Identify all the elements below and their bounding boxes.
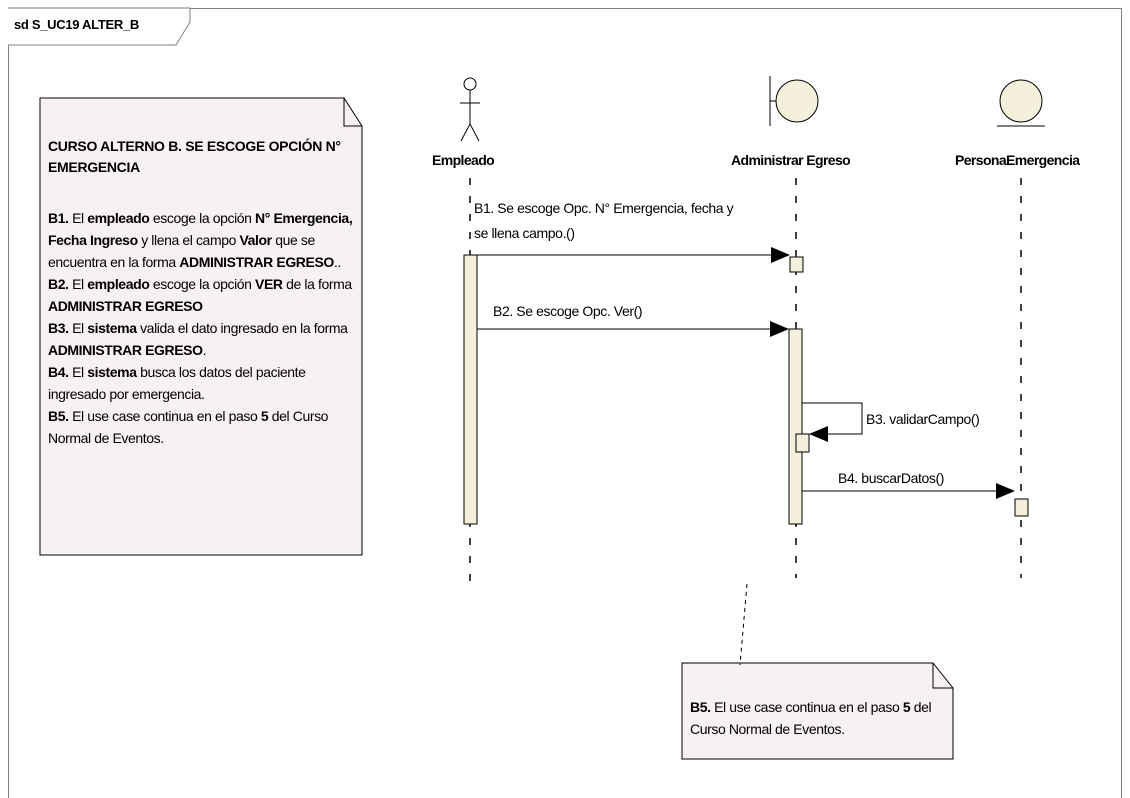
frame-title: sd S_UC19 ALTER_B bbox=[14, 17, 139, 32]
activation-persona-b4 bbox=[1014, 498, 1029, 517]
activation-admin-b2 bbox=[788, 328, 803, 525]
note-main-b4: B4. El sistema busca los datos del pacie… bbox=[48, 364, 306, 402]
message-b4-arrow bbox=[802, 483, 1015, 499]
note-main-b1: B1. El empleado escoge la opción N° Emer… bbox=[48, 210, 353, 270]
message-b1-label-line1: B1. Se escoge Opc. N° Emergencia, fecha … bbox=[474, 200, 734, 216]
message-b2-label: B2. Se escoge Opc. Ver() bbox=[493, 303, 643, 319]
message-b3-arrow bbox=[802, 402, 863, 442]
note-small-shape bbox=[681, 662, 954, 760]
entity-icon bbox=[997, 79, 1045, 127]
note-link bbox=[739, 583, 748, 666]
note-small-body: B5. El use case continua en el paso 5 de… bbox=[690, 699, 932, 737]
actor-icon bbox=[460, 77, 480, 142]
message-b1-label-line2: se llena campo.() bbox=[474, 225, 575, 241]
activation-empleado bbox=[463, 254, 478, 525]
message-b2-arrow bbox=[477, 321, 789, 337]
message-b3-label: B3. validarCampo() bbox=[866, 411, 980, 427]
note-main-b2: B2. El empleado escoge la opción VER de … bbox=[48, 276, 352, 314]
lifeline-name-persona-emergencia: PersonaEmergencia bbox=[955, 152, 1080, 168]
note-main-heading: CURSO ALTERNO B. SE ESCOGE OPCIÓN N° EME… bbox=[48, 138, 341, 175]
lifeline-name-empleado: Empleado bbox=[432, 152, 495, 168]
note-main-b5: B5. El use case continua en el paso 5 de… bbox=[48, 408, 329, 446]
diagram-frame bbox=[8, 8, 1122, 798]
frame-title-tab bbox=[8, 7, 191, 46]
boundary-icon bbox=[769, 76, 819, 126]
note-main-body: B1. El empleado escoge la opción N° Emer… bbox=[48, 207, 354, 449]
activation-admin-b1 bbox=[789, 256, 804, 273]
message-b4-label: B4. buscarDatos() bbox=[838, 470, 945, 486]
message-b1-arrow bbox=[477, 247, 790, 263]
lifeline-name-administrar-egreso: Administrar Egreso bbox=[731, 152, 851, 168]
activation-admin-b3 bbox=[795, 433, 810, 453]
note-main-b3: B3. El sistema valida el dato ingresado … bbox=[48, 320, 348, 358]
note-main-shape bbox=[39, 97, 363, 556]
